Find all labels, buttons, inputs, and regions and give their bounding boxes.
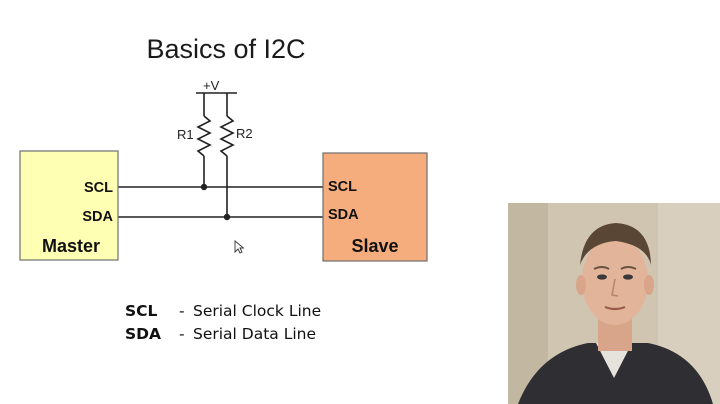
slave-scl-pin: SCL xyxy=(328,179,357,195)
legend-abbr: SDA xyxy=(125,325,162,343)
legend-abbr: SCL xyxy=(125,302,158,320)
slave-device-box xyxy=(322,152,428,262)
legend-row-sda: SDA - Serial Data Line xyxy=(125,323,321,346)
legend-dash: - xyxy=(179,302,185,320)
resistor-r2 xyxy=(219,93,235,217)
master-label: Master xyxy=(42,236,100,256)
master-scl-pin: SCL xyxy=(84,180,113,196)
slide-title: Basics of I2C xyxy=(146,34,306,64)
sda-junction xyxy=(223,213,231,221)
master-device-box xyxy=(19,150,119,261)
master-sda-pin: SDA xyxy=(82,209,113,225)
legend-meaning: Serial Data Line xyxy=(193,325,317,343)
legend-meaning: Serial Clock Line xyxy=(193,302,322,320)
supply-label: +V xyxy=(203,78,220,93)
presenter-webcam-icon xyxy=(508,203,720,404)
abbreviation-legend: SCL - Serial Clock Line SDA - Serial Dat… xyxy=(125,300,321,346)
resistor-r2-label: R2 xyxy=(236,126,253,141)
slave-label: Slave xyxy=(351,236,398,256)
resistor-r1 xyxy=(196,93,212,187)
slave-sda-pin: SDA xyxy=(328,207,359,223)
presenter-webcam xyxy=(508,203,720,404)
scl-junction xyxy=(200,183,208,191)
legend-dash: - xyxy=(179,325,185,343)
mouse-cursor-icon xyxy=(234,240,244,254)
legend-row-scl: SCL - Serial Clock Line xyxy=(125,300,321,323)
resistor-r1-label: R1 xyxy=(177,127,194,142)
